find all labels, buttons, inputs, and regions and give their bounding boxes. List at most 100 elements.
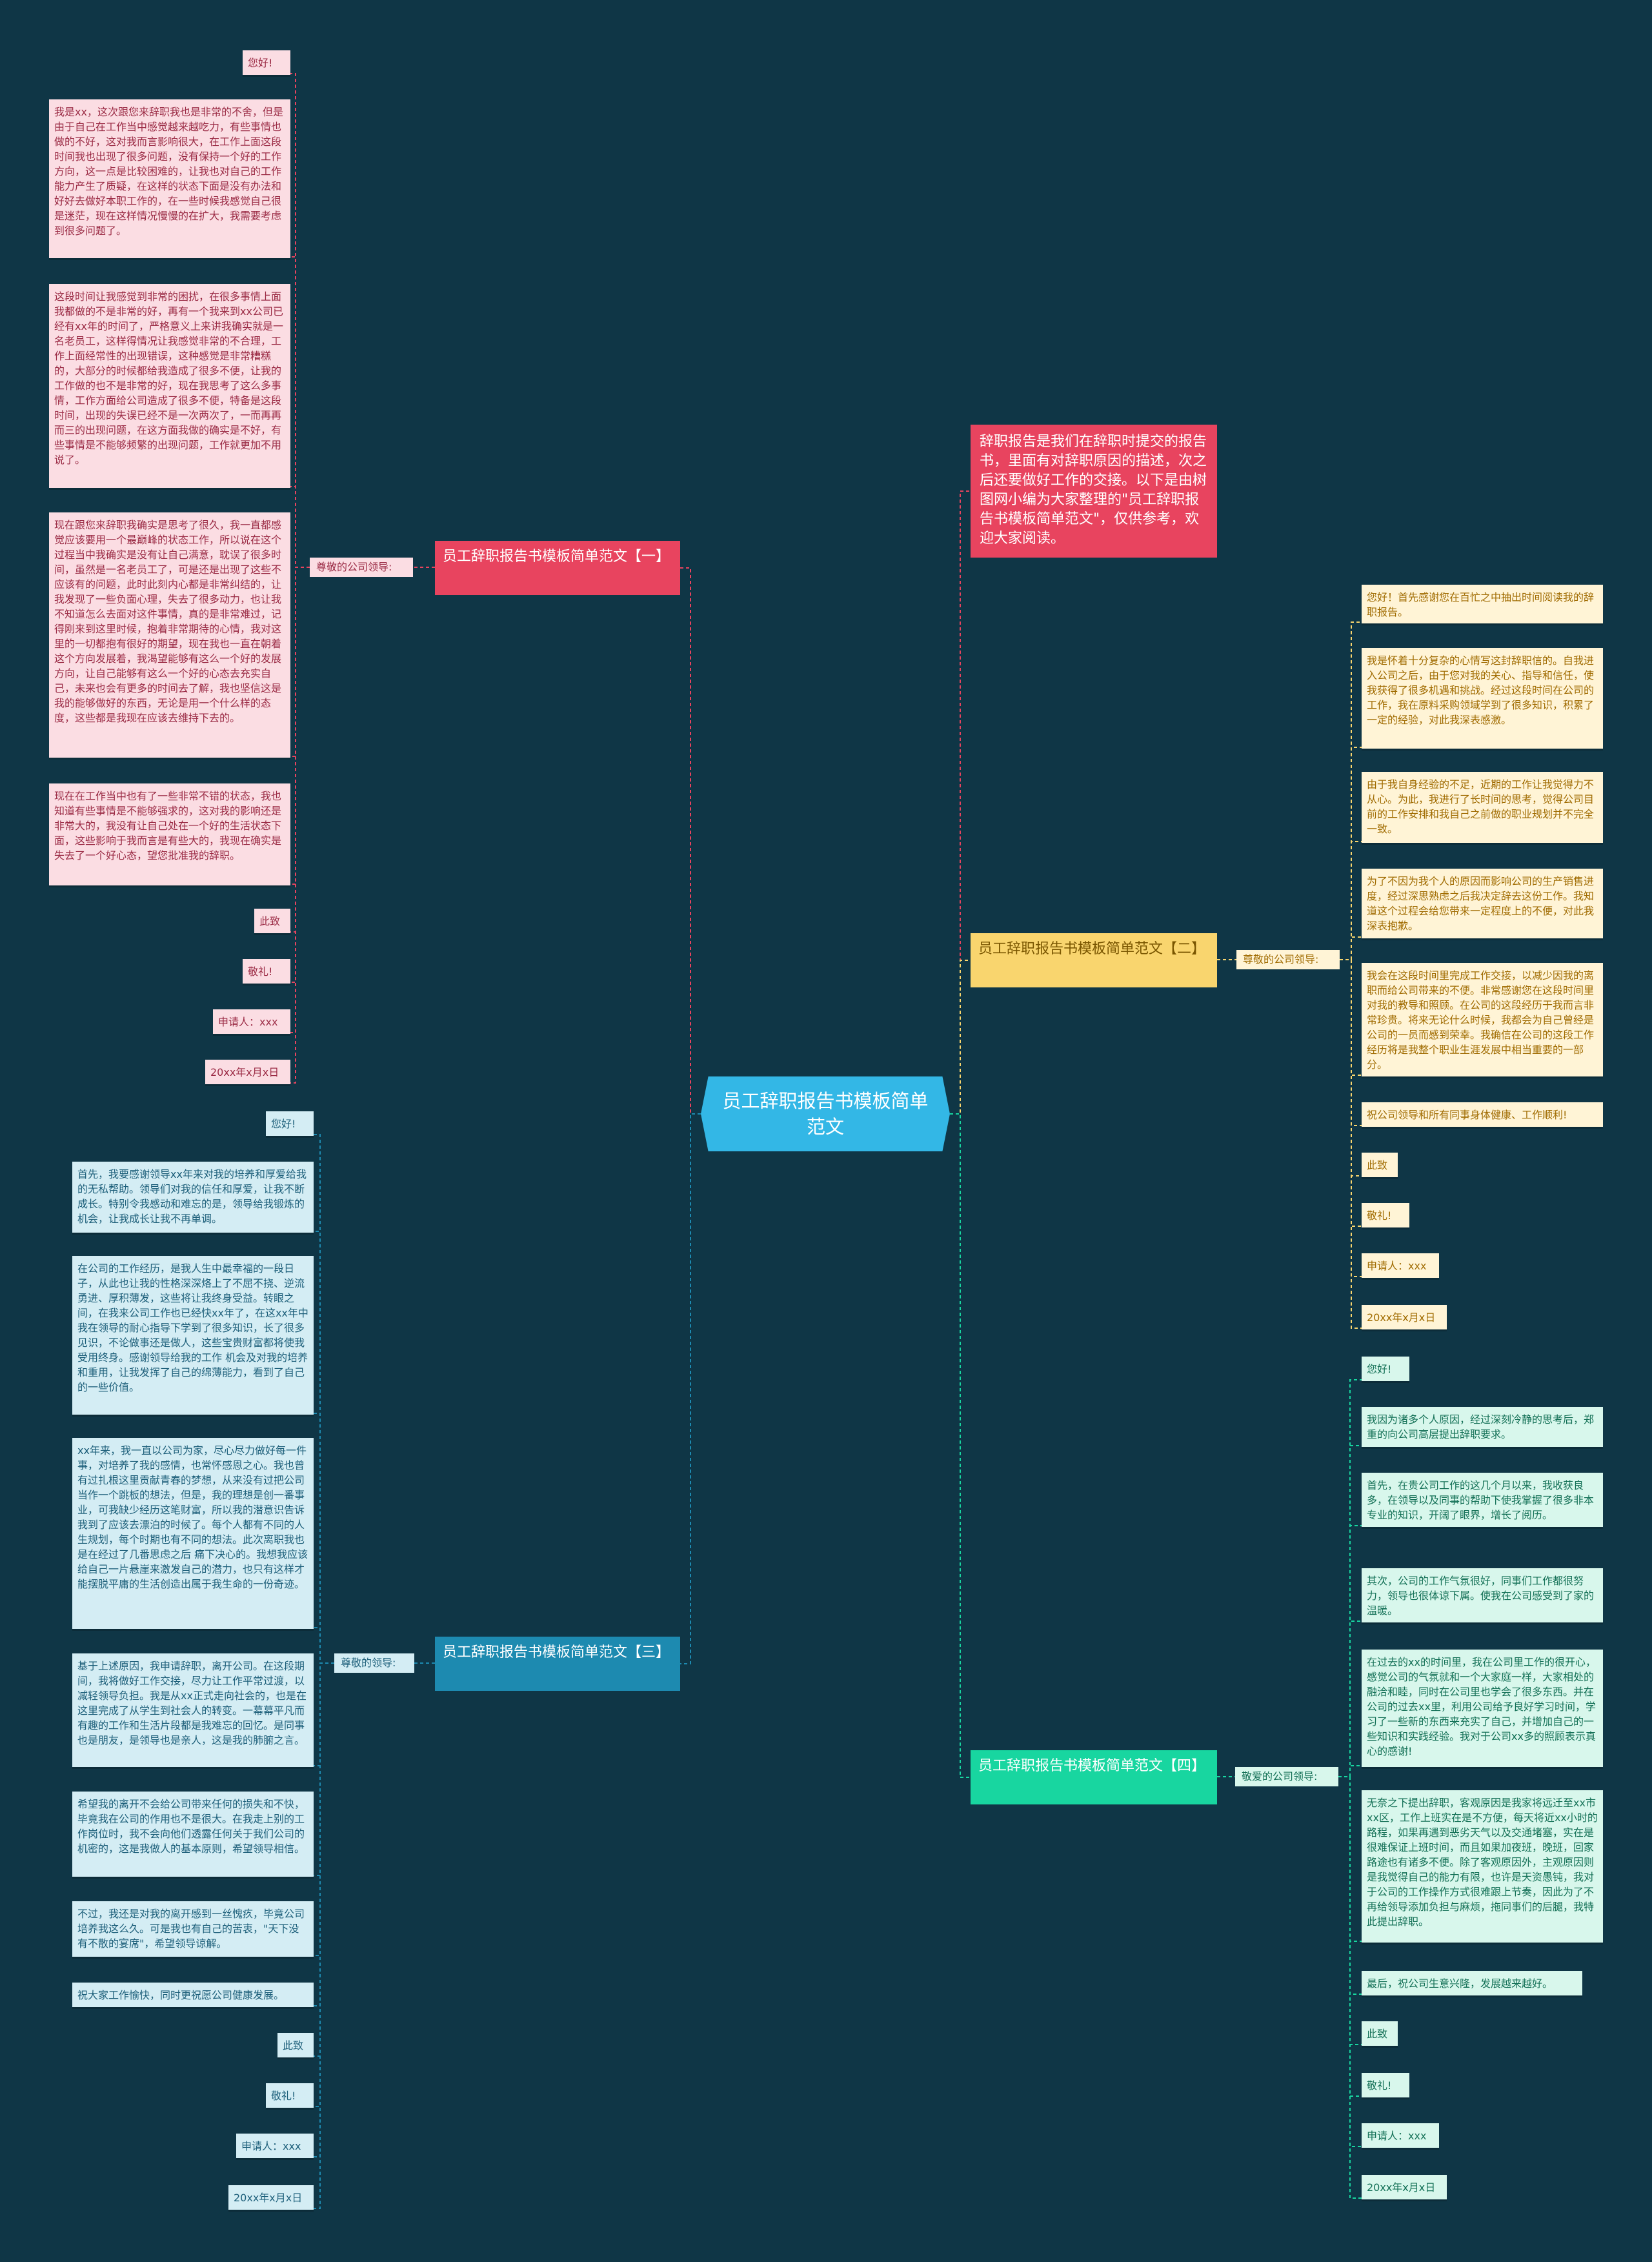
branch-4-leaf-6[interactable]: 无奈之下提出辞职，客观原因是我家将远迁至xx市xx区，工作上班实在是不方便，每天…	[1362, 1790, 1603, 1943]
intro-summary-text: 辞职报告是我们在辞职时提交的报告书，里面有对辞职原因的描述，次之后还要做好工作的…	[980, 434, 1207, 547]
branch-1-leaf-2-text: 我是xx，这次跟您来辞职我也是非常的不舍，但是由于自己在工作当中感觉越来越吃力，…	[54, 106, 283, 237]
branch-2-leaf-1[interactable]: 您好！首先感谢您在百忙之中抽出时间阅读我的辞职报告。	[1362, 585, 1603, 623]
branch-1-leaf-6[interactable]: 此致	[254, 909, 290, 933]
link-branch-3-leaf-5	[314, 1662, 334, 1766]
branch-1-leaf-9[interactable]: 20xx年x月x日	[205, 1060, 290, 1084]
link-branch-4-leaf-11	[1338, 1776, 1362, 2199]
link-branch-2-leaf-5	[1340, 959, 1362, 1076]
link-branch-2-node	[950, 960, 971, 1115]
branch-2-leaf-10-text: 20xx年x月x日	[1367, 1311, 1436, 1324]
branch-1-leaf-4[interactable]: 现在跟您来辞职我确实是思考了很久，我一直都感觉应该要用一个最巅峰的状态工作，所以…	[49, 512, 290, 758]
branch-4-leaf-1[interactable]: 您好!	[1362, 1357, 1409, 1381]
branch-2-leaf-7[interactable]: 此致	[1362, 1153, 1398, 1177]
branch-4-leaf-4-text: 其次，公司的工作气氛很好，同事们工作都很努力，领导也很体谅下属。使我在公司感受到…	[1367, 1575, 1595, 1617]
branch-2-leaf-4[interactable]: 为了不因为我个人的原因而影响公司的生产销售进度，经过深思熟虑之后我决定辞去这份工…	[1362, 869, 1603, 938]
branch-2-leaf-2[interactable]: 我是怀着十分复杂的心情写这封辞职信的。自我进入公司之后，由于您对我的关心、指导和…	[1362, 648, 1603, 749]
branch-1-leaf-6-text: 此致	[259, 915, 281, 927]
link-branch-1-leaf-1	[290, 73, 310, 568]
branch-3-leaf-6-text: 希望我的离开不会给公司带来任何的损失和不快，毕竟我在公司的作用也不是很大。在我走…	[77, 1798, 305, 1855]
branch-4-leaf-11[interactable]: 20xx年x月x日	[1362, 2175, 1447, 2199]
branch-4-leaf-8[interactable]: 此致	[1362, 2021, 1398, 2046]
branch-3-leaf-9[interactable]: 此致	[277, 2033, 314, 2057]
branch-4-salutation-text: 敬爱的公司领导:	[1242, 1770, 1318, 1782]
branch-4-leaf-2[interactable]: 我因为诸多个人原因，经过深刻冷静的思考后，郑重的向公司高层提出辞职要求。	[1362, 1407, 1603, 1447]
branch-3-leaf-7[interactable]: 不过，我还是对我的离开感到一丝愧疚，毕竟公司培养我这么久。可是我也有自己的苦衷，…	[72, 1901, 314, 1957]
intro-summary-node[interactable]: 辞职报告是我们在辞职时提交的报告书，里面有对辞职原因的描述，次之后还要做好工作的…	[971, 425, 1217, 558]
branch-4-node[interactable]: 员工辞职报告书模板简单范文【四】	[971, 1750, 1217, 1804]
link-branch-4-leaf-7	[1338, 1776, 1362, 1995]
link-branch-1-leaf-9	[290, 567, 310, 1084]
branch-1-salutation-text: 尊敬的公司领导:	[316, 561, 392, 573]
link-branch-1-leaf-7	[290, 567, 310, 983]
branch-1-leaf-5[interactable]: 现在在工作当中也有了一些非常不错的状态，我也知道有些事情是不能够强求的，这对我的…	[49, 783, 290, 885]
link-branch-4-node	[950, 1113, 971, 1778]
branch-2-leaf-7-text: 此致	[1367, 1159, 1388, 1171]
branch-4-salutation[interactable]: 敬爱的公司领导:	[1235, 1767, 1338, 1786]
branch-2-leaf-8[interactable]: 敬礼!	[1362, 1203, 1409, 1227]
link-branch-4-leaf-3	[1338, 1525, 1362, 1777]
link-branch-4-leaf-2	[1338, 1445, 1362, 1777]
branch-1-leaf-8[interactable]: 申请人：xxx	[213, 1009, 290, 1034]
link-branch-2-leaf-4	[1340, 936, 1362, 960]
branch-1-leaf-3-text: 这段时间让我感觉到非常的困扰，在很多事情上面我都做的不是非常的好，再有一个我来到…	[54, 290, 283, 466]
branch-2-leaf-5[interactable]: 我会在这段时间里完成工作交接，以减少因我的离职而给公司带来的不便。非常感谢您在这…	[1362, 963, 1603, 1076]
link-branch-3-leaf-7	[314, 1662, 334, 1956]
branch-1-leaf-7[interactable]: 敬礼!	[243, 959, 290, 984]
branch-1-leaf-2[interactable]: 我是xx，这次跟您来辞职我也是非常的不舍，但是由于自己在工作当中感觉越来越吃力，…	[49, 99, 290, 258]
link-branch-4-leaf-8	[1338, 1776, 1362, 2045]
branch-2-leaf-10[interactable]: 20xx年x月x日	[1362, 1305, 1447, 1329]
branch-2-leaf-2-text: 我是怀着十分复杂的心情写这封辞职信的。自我进入公司之后，由于您对我的关心、指导和…	[1367, 654, 1595, 726]
branch-2-leaf-9[interactable]: 申请人：xxx	[1362, 1253, 1439, 1278]
branch-1-label: 员工辞职报告书模板简单范文【一】	[443, 549, 670, 565]
branch-2-salutation-text: 尊敬的公司领导:	[1243, 953, 1319, 965]
branch-4-leaf-5[interactable]: 在过去的xx的时间里，我在公司里工作的很开心，感觉公司的气氛就和一个大家庭一样，…	[1362, 1650, 1603, 1767]
branch-3-leaf-1[interactable]: 您好!	[266, 1111, 314, 1136]
link-branch-4-leaf-1	[1338, 1379, 1362, 1777]
branch-3-leaf-11[interactable]: 申请人：xxx	[236, 2134, 314, 2158]
branch-3-leaf-10[interactable]: 敬礼!	[266, 2083, 314, 2108]
branch-1-leaf-4-text: 现在跟您来辞职我确实是思考了很久，我一直都感觉应该要用一个最巅峰的状态工作，所以…	[54, 519, 282, 724]
branch-4-leaf-2-text: 我因为诸多个人原因，经过深刻冷静的思考后，郑重的向公司高层提出辞职要求。	[1367, 1413, 1595, 1440]
link-branch-4-leaf-9	[1338, 1776, 1362, 2097]
branch-3-leaf-5[interactable]: 基于上述原因，我申请辞职，离开公司。在这段期间，我将做好工作交接，尽力让工作平常…	[72, 1653, 314, 1767]
branch-2-node[interactable]: 员工辞职报告书模板简单范文【二】	[971, 933, 1217, 987]
branch-4-leaf-5-text: 在过去的xx的时间里，我在公司里工作的很开心，感觉公司的气氛就和一个大家庭一样，…	[1367, 1656, 1596, 1757]
branch-3-leaf-6[interactable]: 希望我的离开不会给公司带来任何的损失和不快，毕竟我在公司的作用也不是很大。在我走…	[72, 1792, 314, 1877]
branch-3-label: 员工辞职报告书模板简单范文【三】	[443, 1644, 670, 1661]
branch-3-leaf-8[interactable]: 祝大家工作愉快，同时更祝愿公司健康发展。	[72, 1983, 314, 2007]
link-branch-2-leaf-10	[1340, 959, 1362, 1329]
branch-4-leaf-9[interactable]: 敬礼!	[1362, 2073, 1409, 2097]
branch-3-leaf-4[interactable]: xx年来，我一直以公司为家，尽心尽力做好每一件事，对培养了我的感情，也常怀感恩之…	[72, 1438, 314, 1629]
link-branch-3-leaf-2	[314, 1231, 334, 1664]
branch-1-salutation[interactable]: 尊敬的公司领导:	[310, 558, 413, 577]
branch-4-label: 员工辞职报告书模板简单范文【四】	[978, 1758, 1206, 1774]
branch-3-leaf-10-text: 敬礼!	[271, 2090, 296, 2102]
branch-3-leaf-3[interactable]: 在公司的工作经历，是我人生中最幸福的一段日子，从此也让我的性格深深烙上了不屈不挠…	[72, 1256, 314, 1415]
link-branch-1-leaf-4	[290, 567, 310, 757]
link-branch-1-leaf-2	[290, 256, 310, 568]
branch-2-leaf-3[interactable]: 由于我自身经验的不足，近期的工作让我觉得力不从心。为此，我进行了长时间的思考，觉…	[1362, 772, 1603, 843]
link-branch-3-leaf-8	[314, 1662, 334, 2006]
branch-4-leaf-6-text: 无奈之下提出辞职，客观原因是我家将远迁至xx市xx区，工作上班实在是不方便，每天…	[1367, 1797, 1598, 1928]
branch-3-leaf-8-text: 祝大家工作愉快，同时更祝愿公司健康发展。	[77, 1989, 285, 2001]
branch-1-leaf-3[interactable]: 这段时间让我感觉到非常的困扰，在很多事情上面我都做的不是非常的好，再有一个我来到…	[49, 284, 290, 488]
branch-1-leaf-7-text: 敬礼!	[248, 965, 273, 978]
branch-4-leaf-10[interactable]: 申请人：xxx	[1362, 2123, 1439, 2148]
branch-4-leaf-4[interactable]: 其次，公司的工作气氛很好，同事们工作都很努力，领导也很体谅下属。使我在公司感受到…	[1362, 1568, 1603, 1622]
link-branch-3-node	[680, 1113, 701, 1664]
branch-2-salutation[interactable]: 尊敬的公司领导:	[1236, 950, 1340, 969]
branch-3-leaf-2[interactable]: 首先，我要感谢领导xx年来对我的培养和厚爱给我的无私帮助。领导们对我的信任和厚爱…	[72, 1162, 314, 1233]
link-branch-2-leaf-6	[1340, 959, 1362, 1126]
branch-2-leaf-6[interactable]: 祝公司领导和所有同事身体健康、工作顺利!	[1362, 1102, 1603, 1127]
branch-4-leaf-3[interactable]: 首先，在贵公司工作的这几个月以来，我收获良多，在领导以及同事的帮助下使我掌握了很…	[1362, 1473, 1603, 1527]
link-intro-summary-node	[950, 490, 971, 1115]
branch-3-salutation[interactable]: 尊敬的领导:	[334, 1653, 414, 1673]
branch-3-node[interactable]: 员工辞职报告书模板简单范文【三】	[435, 1637, 680, 1691]
link-branch-3-leaf-12	[314, 1662, 334, 2209]
link-branch-2-leaf-1	[1340, 621, 1362, 960]
central-topic[interactable]: 员工辞职报告书模板简单范文	[701, 1076, 950, 1151]
branch-4-leaf-7[interactable]: 最后，祝公司生意兴隆，发展越来越好。	[1362, 1971, 1582, 1995]
branch-1-node[interactable]: 员工辞职报告书模板简单范文【一】	[435, 541, 680, 595]
branch-3-leaf-12[interactable]: 20xx年x月x日	[228, 2185, 314, 2210]
branch-1-leaf-1[interactable]: 您好!	[243, 50, 290, 75]
